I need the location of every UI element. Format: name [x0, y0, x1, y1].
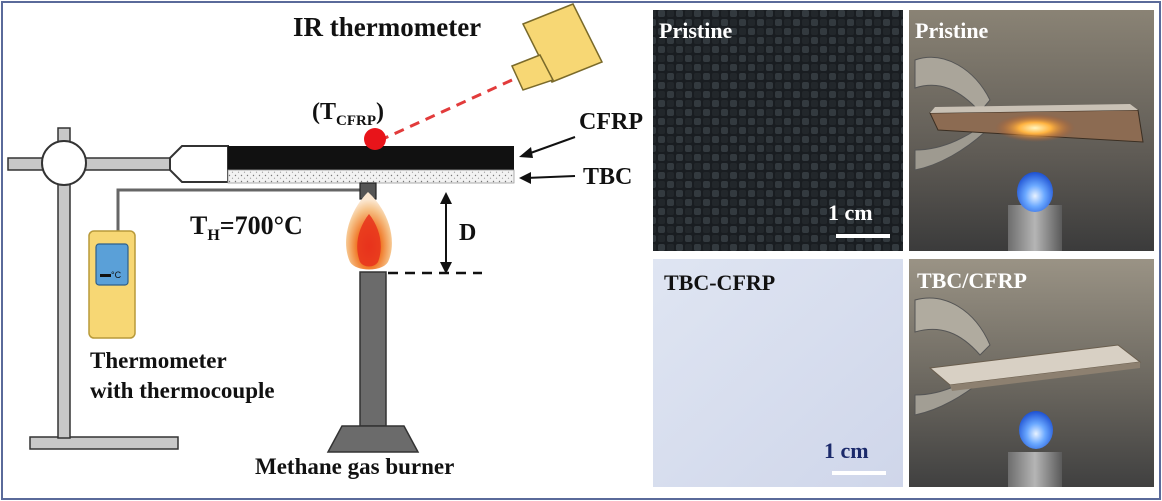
stand-arm — [7, 157, 174, 171]
thermometer-caption-line1: Thermometer — [90, 348, 227, 373]
photo-pristine-surface-scale: 1 cm — [828, 200, 873, 225]
photo-pristine-surface: Pristine 1 cm — [653, 10, 903, 251]
display-unit: °C — [111, 270, 122, 280]
heating-temperature-label: TH=700°C — [190, 211, 303, 244]
stand-base — [29, 436, 179, 450]
photo-tbc-flame-label: TBC/CFRP — [917, 268, 1027, 293]
tbc-layer — [227, 169, 515, 184]
photo-pristine-flame-label: Pristine — [915, 18, 989, 43]
photo-tbc-surface-label: TBC-CFRP — [664, 270, 775, 295]
stand-pole — [57, 127, 71, 439]
stand-clamp — [41, 140, 87, 186]
photo-tbc-surface-scalebar — [832, 471, 886, 475]
tbc-label: TBC — [583, 164, 632, 190]
t-cfrp-label: (TCFRP) — [312, 99, 384, 129]
burner-flame — [346, 192, 392, 270]
burner-tube — [359, 271, 387, 427]
photo-tbc-flame: TBC/CFRP — [909, 259, 1154, 487]
ir-laser-beam — [384, 78, 513, 140]
thermometer-caption-line2: with thermocouple — [90, 378, 275, 403]
cfrp-arrow — [524, 136, 576, 156]
thermometer-device: °C — [88, 230, 136, 339]
sample-holder — [169, 145, 229, 183]
schematic: (TCFRP) IR thermometer CFRP TBC °C TH=70… — [7, 3, 643, 479]
measurement-spot — [364, 128, 386, 150]
tbc-arrow — [525, 175, 576, 179]
thermocouple-wire — [116, 188, 364, 234]
ir-thermometer — [510, 3, 604, 91]
photo-pristine-flame: Pristine — [909, 10, 1154, 251]
photo-pristine-surface-label: Pristine — [659, 18, 733, 43]
ir-thermometer-label: IR thermometer — [293, 12, 481, 42]
cfrp-label: CFRP — [579, 109, 643, 135]
photo-tbc-surface-scale: 1 cm — [824, 438, 869, 463]
photo-tbc-surface: TBC-CFRP 1 cm — [653, 259, 903, 487]
cfrp-layer — [228, 146, 514, 170]
burner-caption: Methane gas burner — [255, 454, 454, 479]
distance-label: D — [459, 220, 476, 246]
burner-base — [326, 425, 420, 453]
photo-pristine-surface-scalebar — [836, 234, 890, 238]
